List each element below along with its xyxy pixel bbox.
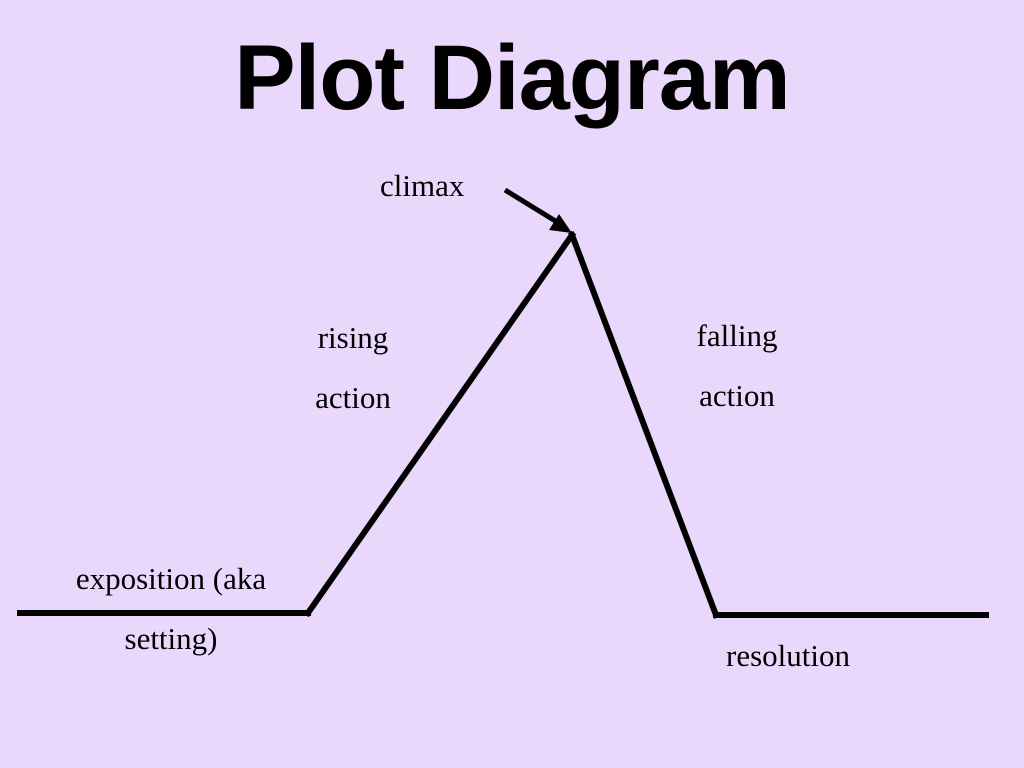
falling-action-label: falling action [676,306,798,426]
exposition-label: exposition (aka setting) [40,549,302,669]
resolution-label: resolution [726,638,850,673]
climax-label: climax [380,168,465,203]
rising-action-label: rising action [292,308,414,428]
exposition-line-1: exposition (aka [75,561,267,596]
falling-action-line [568,231,720,619]
falling-action-line-1: falling [696,318,778,353]
page-title: Plot Diagram [234,27,790,129]
rising-action-line-2: action [315,380,391,415]
falling-action-line-2: action [699,378,775,413]
exposition-line-2: setting) [124,621,218,656]
rising-action-line [303,230,577,618]
climax-arrow-shaft [503,187,559,225]
climax-arrow-head [549,214,572,233]
rising-action-line-1: rising [317,320,389,355]
climax-arrow [503,187,572,233]
